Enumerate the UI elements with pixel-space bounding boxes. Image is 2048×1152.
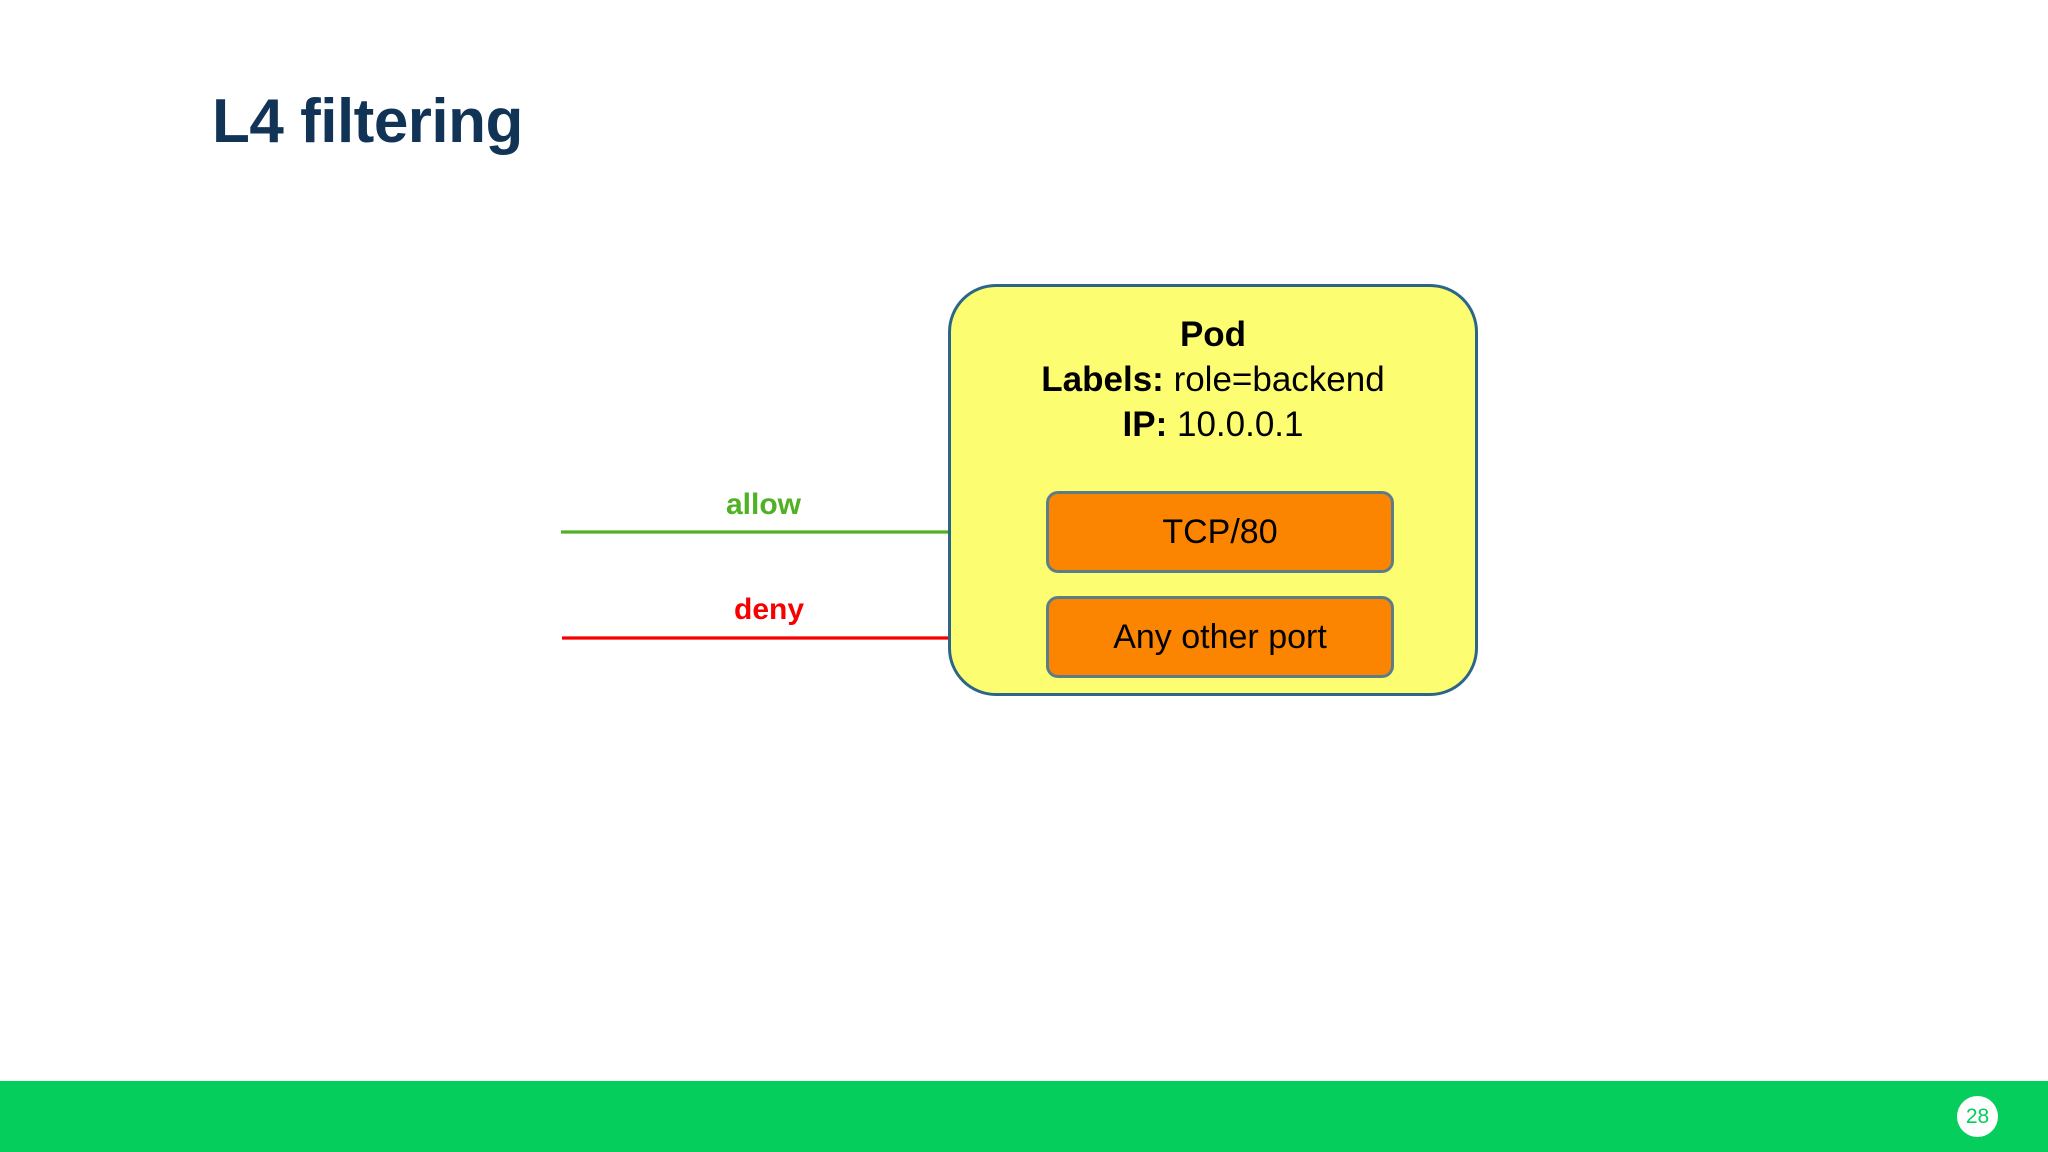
pod-name: Pod [1179,315,1247,354]
page-number-badge: 28 [1957,1096,1998,1137]
flow-label-deny: deny [734,593,805,626]
page-title: L4 filtering [212,87,523,156]
pod-box: Pod Labels: role=backend IP: 10.0.0.1 [948,284,1478,696]
pod-ip-key: IP: [1122,404,1168,444]
footer-bar [0,1081,2048,1152]
port-box-tcp-80: TCP/80 [1046,491,1394,573]
pod-labels-value: role=backend [1173,359,1385,399]
pod-labels-key: Labels: [1041,359,1164,399]
pod-ip-value: 10.0.0.1 [1176,404,1304,444]
pod-labels-line: Labels: role=backend [951,358,1475,403]
pod-ip-line: IP: 10.0.0.1 [951,403,1475,448]
flow-label-allow: allow [726,488,802,521]
port-box-any-other-port: Any other port [1046,596,1394,678]
pod-info-text: Pod Labels: role=backend IP: 10.0.0.1 [951,313,1475,447]
pod-name-line: Pod [951,313,1475,358]
